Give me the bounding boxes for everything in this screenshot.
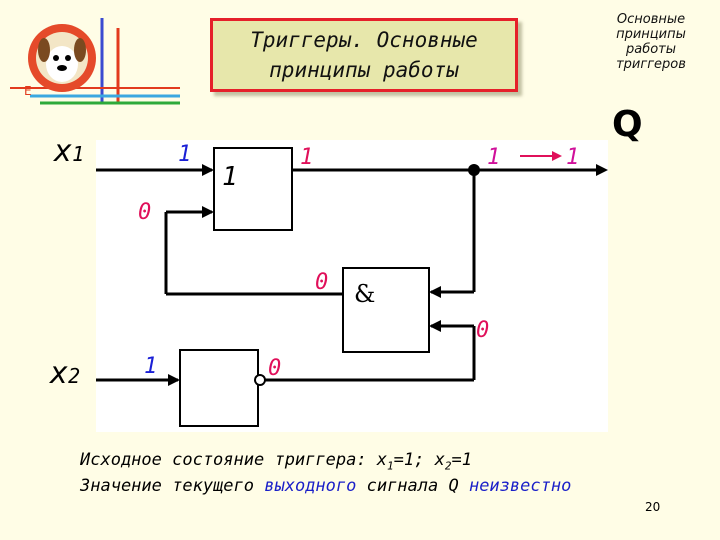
arrow-feedback [202,206,214,218]
note2-prefix: Значение текущего [80,476,265,496]
output-q-label: Q [612,104,643,145]
svg-text:E: E [24,84,32,98]
arrow-x1 [202,164,214,176]
and-gate-symbol: & [354,280,376,308]
arrow-and-bottom [429,320,441,332]
x1-label: x1 [54,134,84,169]
note1-sub2: 2 [444,459,452,473]
note2-highlight: выходного [264,476,357,496]
signal-node: 1 [487,145,501,170]
note1-mid: =1; x [393,450,445,470]
arrow-q [596,164,608,176]
and-gate-box [342,267,430,353]
title-line-1: Триггеры. Основные [250,28,478,52]
bottom-gate-box [179,349,259,427]
corner-note-line-2: принципы [616,27,686,42]
signal-and-top: 0 [315,270,329,295]
note1-end: =1 [451,450,472,470]
title-line-2: принципы работы [269,58,459,82]
note-output-unknown: Значение текущего выходного сигнала Q не… [80,476,571,496]
top-gate-symbol: 1 [222,162,238,192]
note1-prefix: Исходное состояние триггера: x [80,450,388,470]
x2-var: x [50,356,69,391]
signal-bottom-out: 0 [268,356,282,381]
logo: E [10,18,180,105]
red-arrow-head [552,151,562,161]
signal-top-out: 1 [300,145,314,170]
slide-title: Триггеры. Основные принципы работы [210,18,518,92]
signal-and-bottom: 0 [476,318,490,343]
page-number: 20 [645,500,661,514]
note1-sub1: 1 [387,459,394,473]
corner-note-line-1: Основные [616,12,686,27]
signal-q: 1 [566,145,580,170]
note2-mid: сигнала Q [356,476,469,496]
signal-feedback-in: 0 [138,200,152,225]
x2-sub: 2 [68,364,81,388]
x2-label: x2 [50,356,80,391]
arrow-and-top [429,286,441,298]
note2-end: неизвестно [468,476,572,496]
signal-x1-in: 1 [178,142,192,167]
top-gate-box [213,147,293,231]
junction-node [468,164,480,176]
inverter-bubble [254,374,266,386]
corner-note: Основные принципы работы триггеров [596,12,706,72]
signal-x2-in: 1 [144,354,158,379]
x1-sub: 1 [72,142,85,166]
corner-note-line-4: триггеров [616,57,686,72]
arrow-x2 [168,374,180,386]
x1-var: x [54,134,73,169]
corner-note-line-3: работы [625,42,677,57]
note-initial-state: Исходное состояние триггера: x1=1; x2=1 [80,450,472,472]
